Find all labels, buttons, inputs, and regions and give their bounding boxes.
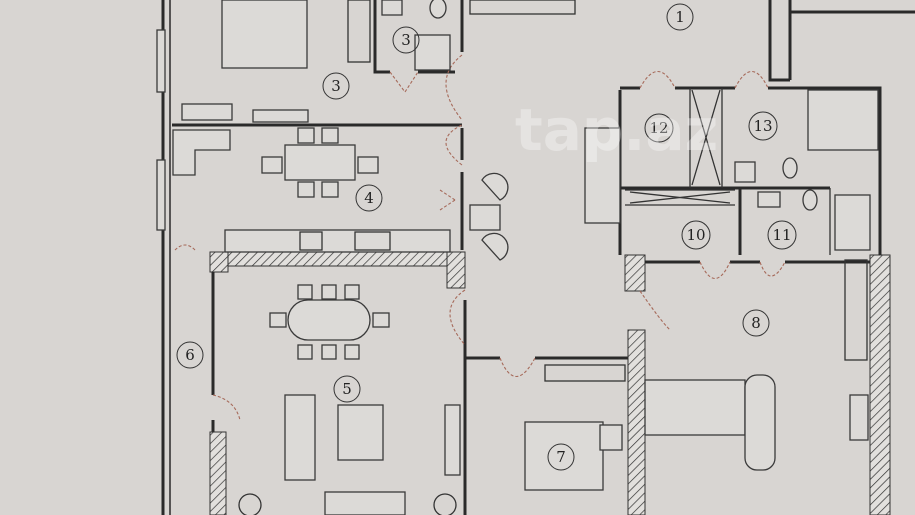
window [156, 29, 166, 93]
kitchen-counter [224, 229, 451, 253]
sofa [284, 394, 316, 481]
room-8: 8 [742, 309, 770, 337]
room-12: 12 [644, 113, 674, 143]
room-4: 4 [355, 184, 383, 212]
svg-text:11: 11 [772, 226, 791, 244]
hatched-wall [446, 251, 466, 289]
hatched-wall [869, 254, 891, 515]
svg-text:3: 3 [331, 77, 341, 95]
svg-text:5: 5 [342, 380, 352, 398]
room-6: 6 [176, 341, 204, 369]
room-10: 10 [681, 220, 711, 250]
wardrobe [844, 259, 868, 361]
svg-text:12: 12 [649, 119, 668, 137]
hatched-wall [627, 329, 646, 515]
tv-unit [849, 394, 869, 441]
sink [757, 191, 781, 208]
tv-stand [252, 109, 309, 123]
room-11: 11 [767, 220, 797, 250]
svg-text:8: 8 [751, 314, 761, 332]
watermark: tap.az [515, 96, 718, 164]
coffee-table [337, 404, 384, 461]
toilet [802, 189, 818, 211]
double-bed [221, 0, 308, 69]
toilet [782, 157, 798, 179]
corner-sofa [172, 129, 231, 176]
bathtub [807, 89, 879, 151]
dining-table-oval [287, 299, 371, 341]
wardrobe [347, 0, 371, 63]
wardrobe [544, 364, 626, 382]
wardrobe [469, 0, 576, 15]
room-13: 13 [748, 111, 778, 141]
doors [174, 54, 786, 421]
tv-unit [444, 404, 461, 476]
sofa [644, 379, 746, 436]
room-3-bedroom: 3 [322, 72, 350, 100]
dresser [181, 103, 233, 121]
svg-text:6: 6 [185, 346, 195, 364]
room-7: 7 [547, 443, 575, 471]
room-labels: 1 3 3 4 5 6 7 8 10 11 12 13 [176, 3, 797, 471]
window [156, 159, 166, 231]
bar-counter [469, 204, 501, 231]
room-5: 5 [333, 375, 361, 403]
dining-table [284, 144, 356, 181]
room-1: 1 [666, 3, 694, 31]
sink [734, 161, 756, 183]
sofa [584, 127, 621, 224]
svg-text:4: 4 [364, 189, 374, 207]
toilet [429, 0, 447, 19]
furniture [172, 0, 879, 515]
shower [834, 194, 871, 251]
sink [381, 0, 403, 16]
armchair [744, 374, 776, 471]
shower [414, 34, 451, 71]
svg-text:10: 10 [686, 226, 705, 244]
svg-text:1: 1 [675, 8, 685, 26]
svg-text:13: 13 [753, 117, 772, 135]
sofa [324, 491, 406, 515]
room-3-bath: 3 [392, 26, 420, 54]
svg-text:3: 3 [401, 31, 411, 49]
svg-text:7: 7 [556, 448, 566, 466]
walls [156, 0, 915, 515]
double-bed [524, 421, 604, 491]
hatched-wall [209, 251, 466, 267]
